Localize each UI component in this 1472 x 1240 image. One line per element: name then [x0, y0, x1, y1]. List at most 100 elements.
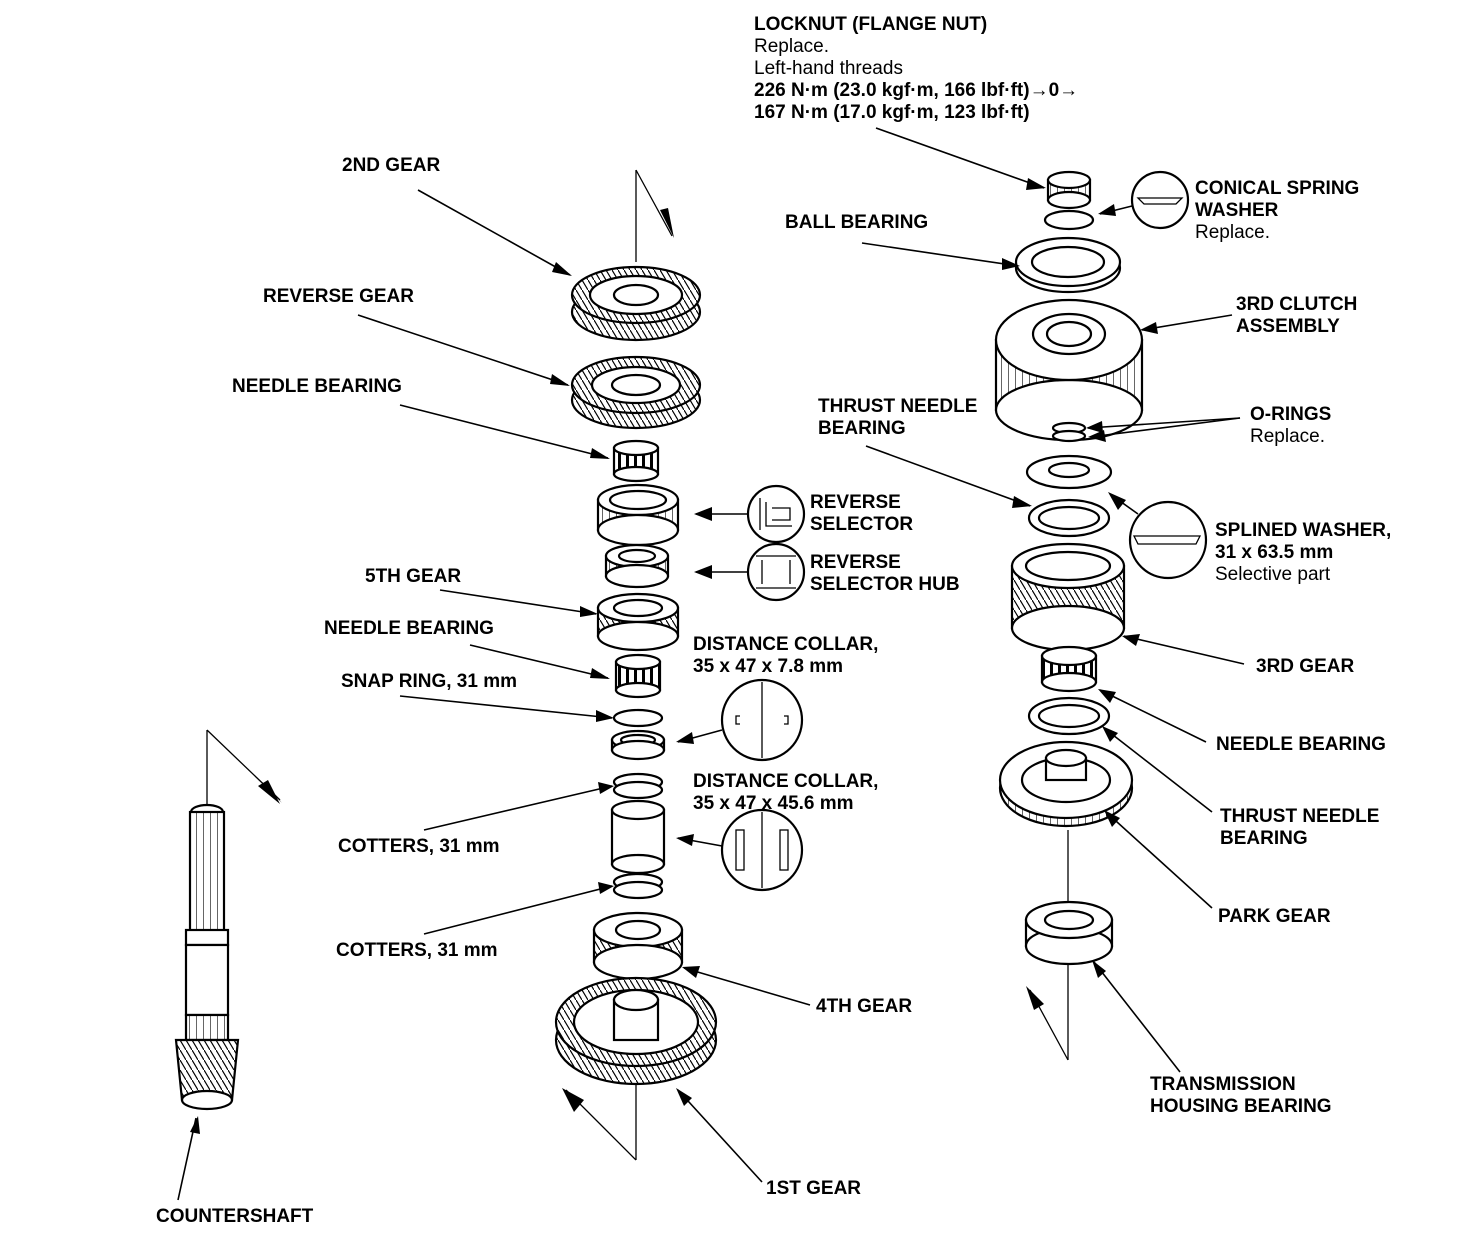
center-axis	[562, 169, 674, 1161]
locknut-label: LOCKNUT (FLANGE NUT) Replace. Left-hand …	[754, 14, 1078, 124]
transmission-housing-bearing-label: TRANSMISSION HOUSING BEARING	[1150, 1074, 1332, 1118]
needle-bearing-right-text: NEEDLE BEARING	[1216, 734, 1386, 755]
reverse-selector-hub-label: REVERSE SELECTOR HUB	[810, 552, 960, 596]
first-gear	[554, 976, 718, 1086]
o-rings-label: O-RINGS Replace.	[1250, 404, 1331, 448]
reverse-selector-hub-line1: REVERSE	[810, 552, 901, 573]
needle-bearing-upper	[612, 439, 660, 483]
locknut-note-replace: Replace.	[754, 36, 829, 57]
needle-bearing-middle	[614, 653, 662, 699]
thrust-needle-lower-line1: THRUST NEEDLE	[1220, 806, 1380, 827]
o-rings-part	[1051, 421, 1087, 443]
distance-collar-long-part	[610, 799, 666, 875]
first-gear-label: 1ST GEAR	[766, 1178, 861, 1200]
thrust-needle-bearing-lower-label: THRUST NEEDLE BEARING	[1220, 806, 1379, 850]
ball-bearing-part	[1014, 236, 1122, 294]
reverse-selector-line2: SELECTOR	[810, 514, 914, 535]
third-clutch-line1: 3RD CLUTCH	[1236, 294, 1358, 315]
distance-collar-short-label: DISTANCE COLLAR, 35 x 47 x 7.8 mm	[693, 634, 878, 678]
ball-bearing-text: BALL BEARING	[785, 212, 929, 233]
reverse-selector-hub-line2: SELECTOR HUB	[810, 574, 960, 595]
fifth-gear	[596, 592, 680, 652]
reverse-selector-label: REVERSE SELECTOR	[810, 492, 913, 536]
transmission-housing-line1: TRANSMISSION	[1150, 1074, 1296, 1095]
splined-washer-line2: 31 x 63.5 mm	[1215, 542, 1334, 563]
cotters-lower-text: COTTERS, 31 mm	[336, 940, 498, 961]
o-rings-note: Replace.	[1250, 426, 1325, 447]
transmission-housing-bearing-part	[1024, 900, 1114, 966]
distance-collar-short-part	[610, 729, 666, 761]
distance-collar-long-line2: 35 x 47 x 45.6 mm	[693, 793, 854, 814]
conical-spring-washer-part	[1043, 209, 1095, 231]
thrust-needle-bearing-lower-part	[1027, 696, 1111, 736]
splined-washer-part	[1025, 454, 1113, 490]
conical-spring-washer-line2: WASHER	[1195, 200, 1279, 221]
third-gear-part	[1010, 542, 1126, 652]
distance-collar-short-callout	[676, 678, 804, 762]
cotters-upper-label: COTTERS, 31 mm	[338, 836, 500, 858]
transmission-housing-line2: HOUSING BEARING	[1150, 1096, 1332, 1117]
needle-bearing-middle-label: NEEDLE BEARING	[324, 618, 494, 640]
cotters-upper-part	[612, 772, 664, 800]
locknut-torque-2: 167 N·m (17.0 kgf·m, 123 lbf·ft)	[754, 102, 1030, 123]
countershaft-text: COUNTERSHAFT	[156, 1206, 314, 1227]
conical-spring-washer-note: Replace.	[1195, 222, 1270, 243]
snap-ring-text: SNAP RING, 31 mm	[341, 671, 517, 692]
fourth-gear-label: 4TH GEAR	[816, 996, 912, 1018]
thrust-needle-bearing-upper-label: THRUST NEEDLE BEARING	[818, 396, 977, 440]
conical-spring-washer-label: CONICAL SPRING WASHER Replace.	[1195, 178, 1359, 244]
park-gear-label: PARK GEAR	[1218, 906, 1331, 928]
snap-ring	[612, 708, 664, 728]
o-rings-line1: O-RINGS	[1250, 404, 1332, 425]
fifth-gear-text: 5TH GEAR	[365, 566, 462, 587]
thrust-needle-upper-line2: BEARING	[818, 418, 906, 439]
cotters-upper-text: COTTERS, 31 mm	[338, 836, 500, 857]
cotters-lower-label: COTTERS, 31 mm	[336, 940, 498, 962]
distance-collar-short-line2: 35 x 47 x 7.8 mm	[693, 656, 843, 677]
fourth-gear-text: 4TH GEAR	[816, 996, 913, 1017]
fifth-gear-label: 5TH GEAR	[365, 566, 461, 588]
thrust-needle-upper-line1: THRUST NEEDLE	[818, 396, 978, 417]
splined-washer-callout	[1108, 492, 1208, 580]
distance-collar-short-line1: DISTANCE COLLAR,	[693, 634, 879, 655]
distance-collar-long-label: DISTANCE COLLAR, 35 x 47 x 45.6 mm	[693, 771, 878, 815]
locknut-part	[1046, 170, 1092, 210]
countershaft-shaft	[174, 729, 282, 1111]
third-gear-label: 3RD GEAR	[1256, 656, 1354, 678]
ball-bearing-label: BALL BEARING	[785, 212, 928, 234]
reverse-selector-part	[596, 483, 680, 547]
locknut-note-threads: Left-hand threads	[754, 58, 903, 79]
third-clutch-label: 3RD CLUTCH ASSEMBLY	[1236, 294, 1357, 338]
needle-bearing-middle-text: NEEDLE BEARING	[324, 618, 494, 639]
splined-washer-line1: SPLINED WASHER,	[1215, 520, 1392, 541]
fourth-gear	[592, 911, 684, 981]
reverse-selector-hub-part	[604, 543, 670, 589]
park-gear-part	[998, 740, 1134, 828]
reverse-selector-hub-callout	[694, 542, 806, 602]
leader-lines	[357, 127, 1245, 1183]
reverse-selector-callout	[694, 484, 806, 544]
splined-washer-note: Selective part	[1215, 564, 1331, 585]
conical-spring-washer-line1: CONICAL SPRING	[1195, 178, 1360, 199]
countershaft-label: COUNTERSHAFT	[156, 1206, 313, 1228]
conical-spring-washer-callout	[1098, 170, 1190, 230]
second-gear	[570, 265, 702, 342]
reverse-gear	[570, 355, 702, 430]
locknut-torque-1: 226 N·m (23.0 kgf·m, 166 lbf·ft)→0→	[754, 80, 1079, 101]
reverse-gear-text: REVERSE GEAR	[263, 286, 414, 307]
cotters-lower-part	[612, 872, 664, 900]
snap-ring-label: SNAP RING, 31 mm	[341, 671, 517, 693]
needle-bearing-right-part	[1040, 645, 1098, 693]
third-gear-text: 3RD GEAR	[1256, 656, 1355, 677]
needle-bearing-right-label: NEEDLE BEARING	[1216, 734, 1386, 756]
reverse-selector-line1: REVERSE	[810, 492, 901, 513]
distance-collar-long-line1: DISTANCE COLLAR,	[693, 771, 879, 792]
needle-bearing-upper-text: NEEDLE BEARING	[232, 376, 402, 397]
thrust-needle-lower-line2: BEARING	[1220, 828, 1308, 849]
third-clutch-assembly-part	[994, 298, 1144, 442]
distance-collar-long-callout	[676, 808, 804, 892]
third-clutch-line2: ASSEMBLY	[1236, 316, 1340, 337]
locknut-title: LOCKNUT (FLANGE NUT)	[754, 14, 988, 35]
second-gear-label: 2ND GEAR	[342, 155, 440, 177]
